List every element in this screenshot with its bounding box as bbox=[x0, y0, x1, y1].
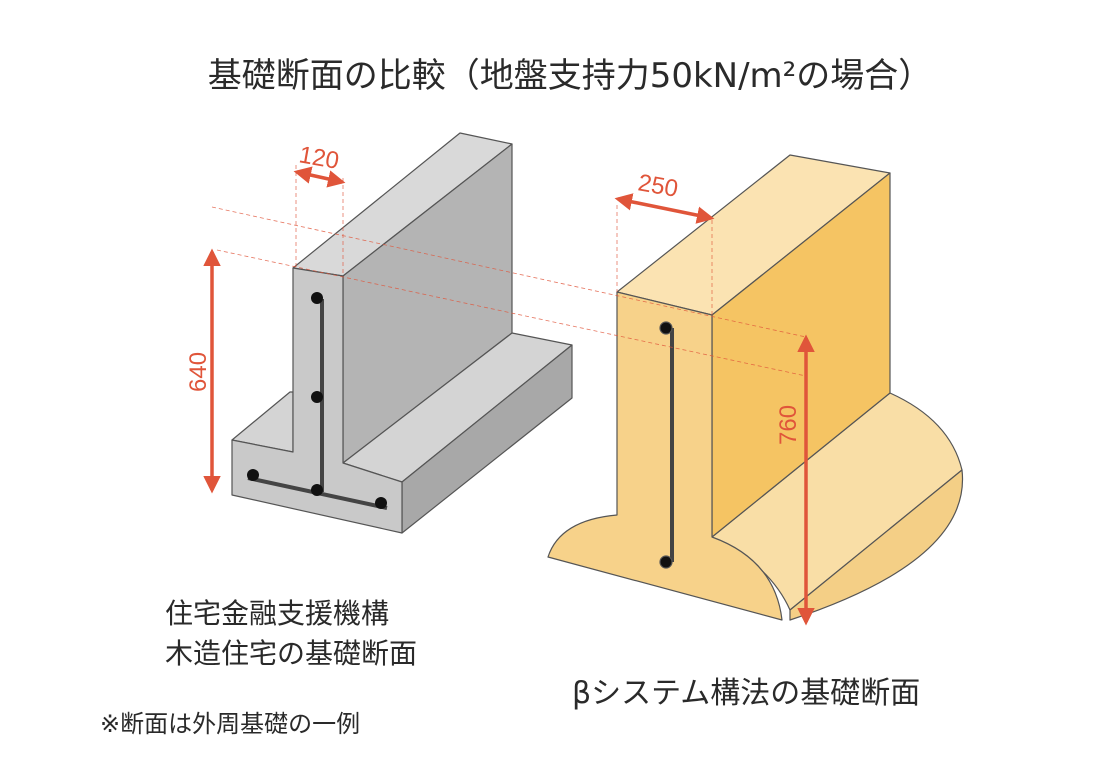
rebar bbox=[247, 292, 388, 510]
beta-foundation bbox=[547, 154, 964, 621]
width-arrow-120 bbox=[293, 166, 346, 188]
conventional-label-line1: 住宅金融支援機構 bbox=[165, 597, 390, 630]
conventional-foundation bbox=[231, 132, 573, 534]
dimension-arrows bbox=[203, 166, 815, 626]
section-face bbox=[547, 291, 783, 621]
footnote: ※断面は外周基礎の一例 bbox=[100, 710, 361, 738]
width-arrow-250 bbox=[614, 193, 715, 224]
dimension-guides bbox=[211, 165, 807, 377]
diagram-title: 基礎断面の比較（地盤支持力50kN/m²の場合） bbox=[207, 56, 933, 96]
dim-640: 640 bbox=[185, 352, 212, 392]
dim-250: 250 bbox=[636, 169, 680, 203]
beta-label: βシステム構法の基礎断面 bbox=[572, 676, 921, 711]
rebar bbox=[659, 321, 674, 569]
dim-760: 760 bbox=[775, 405, 802, 445]
conventional-label-line2: 木造住宅の基礎断面 bbox=[165, 637, 418, 670]
dim-120: 120 bbox=[297, 141, 341, 175]
